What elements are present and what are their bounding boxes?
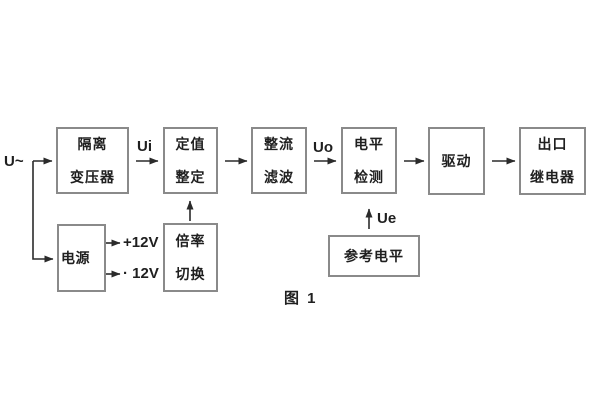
block-label: 电平 [354,135,384,152]
signal-label-uo: Uo [313,139,333,156]
signal-label-plus12v: +12V [123,234,159,251]
block-label: 变压器 [70,168,115,185]
block-label: 继电器 [530,169,575,185]
block-ratio-switch: 倍率 切换 [163,223,218,292]
signal-label-minus12v: · 12V [123,265,159,282]
block-driver: 驱动 [428,127,485,195]
signal-label-input: U~ [4,153,24,170]
block-output-relay: 出口 继电器 [519,127,586,195]
block-label: 检测 [354,168,384,185]
block-label: 整定 [175,168,206,185]
block-rectifier-filter: 整流 滤波 [251,127,307,194]
block-label: 倍率 [175,232,206,249]
block-label: 滤波 [264,168,294,185]
block-setting: 定值 整定 [163,127,218,194]
block-label: 出口 [537,136,568,152]
block-label: 整流 [264,135,294,152]
block-power-supply: 电源 [57,224,106,292]
block-reference-level: 参考电平 [328,235,420,277]
block-level-detector: 电平 检测 [341,127,397,194]
wire-input-branch-to-power [32,161,54,263]
signal-label-ue: Ue [377,210,397,227]
signal-label-ui: Ui [137,138,152,155]
block-label: 切换 [175,265,206,282]
block-label: 隔离 [77,135,108,152]
block-label: 定值 [175,135,206,152]
figure-caption: 图 1 [284,290,318,307]
block-label: 电源 [61,249,90,266]
block-isolation-transformer: 隔离 变压器 [56,127,129,194]
block-label: 参考电平 [344,247,404,264]
block-label: 驱动 [441,152,472,169]
